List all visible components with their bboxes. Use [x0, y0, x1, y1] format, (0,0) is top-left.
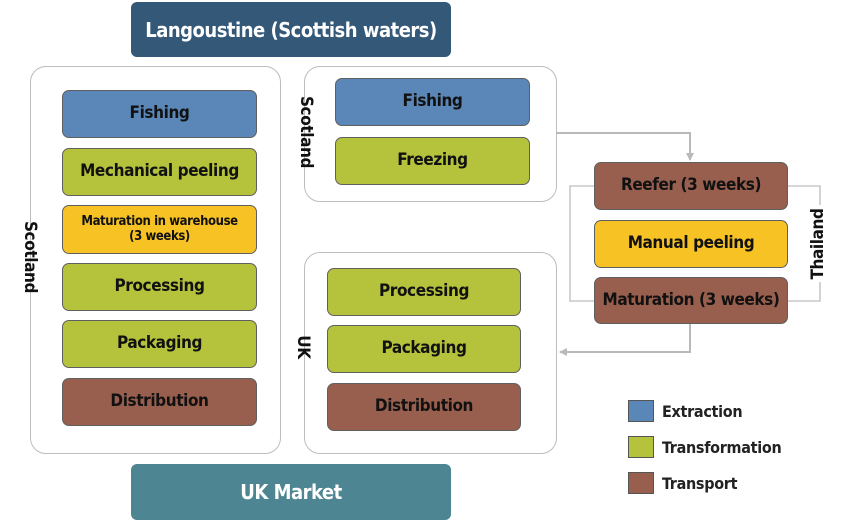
left-step-distribution: Distribution: [62, 378, 257, 426]
thailand-region-label: Thailand: [808, 208, 828, 280]
title-text: Langoustine (Scottish waters): [145, 17, 437, 42]
left-step-mechanical-peeling: Mechanical peeling: [62, 148, 257, 196]
legend-label-transformation: Transformation: [662, 437, 782, 457]
uk-step-processing: Processing: [327, 268, 521, 316]
scotland-step-freezing: Freezing: [335, 137, 530, 185]
legend-swatch-extraction: [628, 400, 654, 422]
legend-swatch-transport: [628, 472, 654, 494]
scotland-region-label: Scotland: [296, 95, 316, 169]
legend-swatch-transformation: [628, 436, 654, 458]
left-step-maturation-warehouse: Maturation in warehouse (3 weeks): [62, 205, 257, 254]
left-step-fishing: Fishing: [62, 90, 257, 138]
thailand-bracket-right-lower: [787, 282, 821, 302]
market-text: UK Market: [240, 480, 342, 504]
left-region-label: Scotland: [20, 220, 40, 294]
legend-item-extraction: Extraction: [628, 400, 743, 422]
left-step-processing: Processing: [62, 263, 257, 311]
legend-label-extraction: Extraction: [662, 401, 743, 421]
uk-step-distribution: Distribution: [327, 383, 521, 431]
market-banner: UK Market: [131, 464, 451, 520]
left-step-packaging: Packaging: [62, 320, 257, 368]
legend-label-transport: Transport: [662, 473, 738, 493]
thailand-step-maturation: Maturation (3 weeks): [594, 277, 788, 324]
thailand-bracket-right: [787, 185, 821, 205]
legend: Extraction Transformation Transport: [628, 400, 828, 500]
arrow-to-thailand: [556, 132, 694, 161]
thailand-step-manual-peeling: Manual peeling: [594, 220, 788, 268]
uk-step-packaging: Packaging: [327, 325, 521, 373]
scotland-step-fishing: Fishing: [335, 78, 530, 126]
thailand-bracket-left: [569, 185, 594, 302]
title-banner: Langoustine (Scottish waters): [131, 2, 451, 57]
uk-region-label: UK: [293, 335, 313, 359]
thailand-step-reefer: Reefer (3 weeks): [594, 162, 788, 210]
legend-item-transformation: Transformation: [628, 436, 782, 458]
arrow-to-uk: [559, 322, 691, 356]
legend-item-transport: Transport: [628, 472, 737, 494]
